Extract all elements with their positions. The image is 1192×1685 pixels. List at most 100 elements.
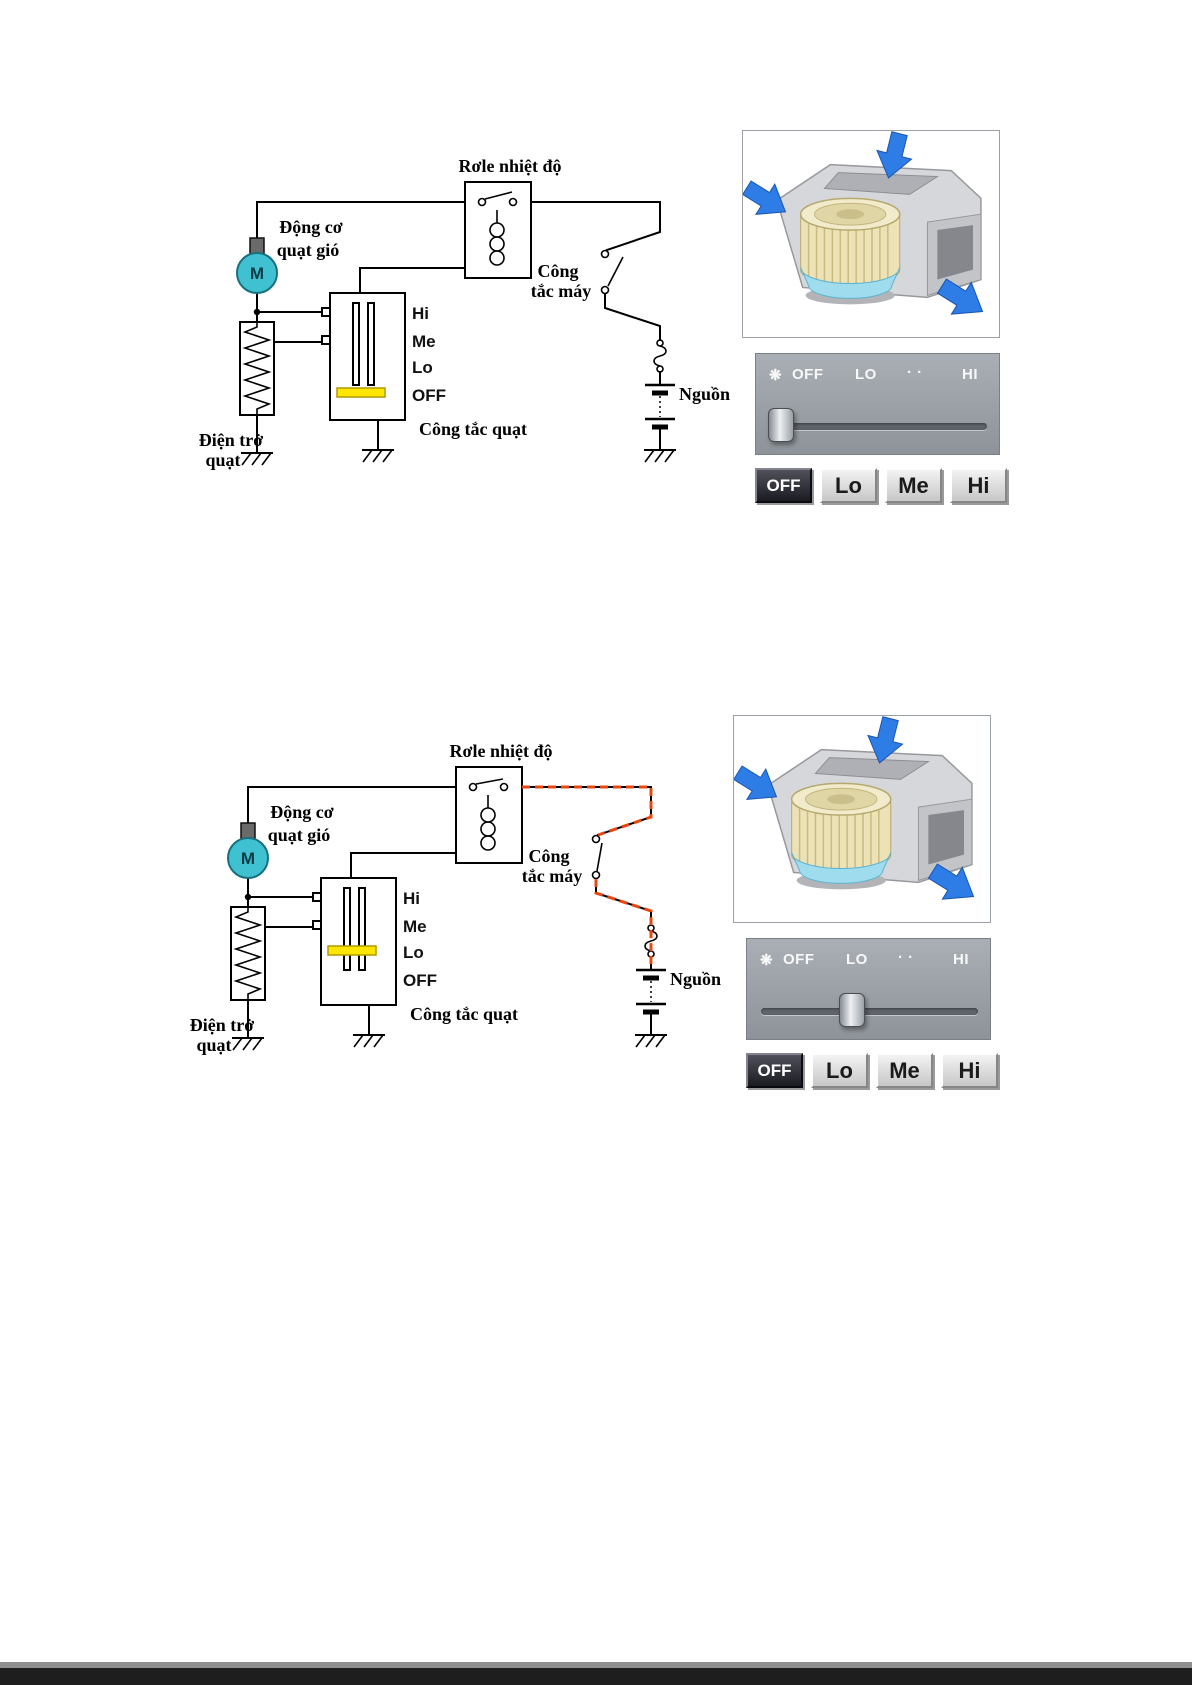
position-me: Me [403, 917, 427, 936]
position-me: Me [412, 332, 436, 351]
relay-coil [480, 795, 496, 851]
panel-label-lo: LO [846, 951, 868, 968]
ignition-label-line2: tắc máy [522, 866, 582, 886]
fan-control-panel: ❋ OFF LO · · HI [755, 353, 1000, 455]
panel-label-off: OFF [792, 366, 824, 383]
motor-label-line2: quạt gió [277, 240, 340, 260]
blower-unit-drawing [732, 716, 975, 900]
panel-label-lo: LO [855, 366, 877, 383]
ground-symbol-battery [644, 449, 676, 463]
blower-illustration [741, 130, 1000, 338]
fan-cage [799, 197, 901, 305]
button-lo[interactable]: Lo [820, 468, 877, 503]
temperature-relay [464, 181, 532, 279]
position-hi: Hi [403, 889, 420, 908]
ground-symbol-switch [362, 449, 394, 463]
selector-bar-off [336, 387, 386, 398]
ground-symbol-resistor [232, 1037, 264, 1051]
position-off: OFF [412, 386, 446, 405]
page-bottom-bar [0, 1668, 1192, 1685]
motor-letter: M [250, 264, 264, 283]
fan-speed-buttons: OFF Lo Me Hi [746, 1053, 998, 1088]
button-hi[interactable]: Hi [950, 468, 1007, 503]
panel-label-hi: HI [962, 366, 978, 383]
motor-label-line1: Động cơ [270, 802, 333, 822]
button-lo[interactable]: Lo [811, 1053, 868, 1088]
fan-slider-knob[interactable] [768, 408, 794, 442]
airflow-arrows [732, 716, 975, 900]
fan-slider-track[interactable] [770, 423, 987, 430]
ignition-label-line2: tắc máy [531, 281, 591, 301]
airflow-arrow-in-left [732, 765, 778, 800]
figure-blower-off: Rơle nhiệt độ M Động cơ quạt gió Điện tr… [0, 120, 1192, 680]
junction-dot [253, 308, 261, 316]
motor-label-line1: Động cơ [279, 217, 342, 237]
resistor-label-line1: Điện trở [199, 430, 263, 450]
motor-letter: M [241, 849, 255, 868]
resistor-label-line2: quạt [196, 1035, 231, 1055]
ground-symbol-resistor [241, 452, 273, 466]
relay-contact-blade [484, 191, 513, 200]
relay-label: Rơle nhiệt độ [450, 741, 553, 761]
panel-label-dots: · · [898, 949, 914, 966]
power-label: Nguồn [679, 384, 730, 404]
fan-icon: ❋ [760, 952, 774, 969]
airflow-arrow-out [936, 278, 984, 315]
button-hi[interactable]: Hi [941, 1053, 998, 1088]
ignition-label-line1: Công [537, 261, 578, 281]
airflow-arrow-in-top [876, 131, 913, 179]
selector-bar-lo [327, 945, 377, 956]
panel-label-dots: · · [907, 364, 923, 381]
fan-slider-track[interactable] [761, 1008, 978, 1015]
fan-resistor [239, 321, 275, 416]
button-off[interactable]: OFF [746, 1053, 803, 1088]
relay-contact-blade [475, 778, 504, 785]
position-lo: Lo [412, 358, 433, 377]
junction-dot [244, 893, 252, 901]
current-flow-path [522, 785, 653, 968]
ground-symbol-switch [353, 1034, 385, 1048]
fan-switch-box [321, 292, 406, 421]
motor-label-line2: quạt gió [268, 825, 331, 845]
wires [256, 201, 661, 454]
blower-motor: M [227, 822, 269, 879]
airflow-arrows [741, 131, 984, 315]
panel-label-hi: HI [953, 951, 969, 968]
circuit-diagram-lo: Rơle nhiệt độ M Động cơ quạt gió Điện tr… [190, 741, 721, 1055]
fan-switch-label: Công tắc quạt [419, 419, 527, 439]
circuit-diagram-off: Rơle nhiệt độ M Động cơ quạt gió Điện tr… [199, 156, 730, 470]
fuse [653, 339, 667, 373]
relay-label: Rơle nhiệt độ [459, 156, 562, 176]
power-label: Nguồn [670, 969, 721, 989]
page-bottom-band [0, 1662, 1192, 1668]
position-lo: Lo [403, 943, 424, 962]
blower-illustration [732, 715, 991, 923]
fan-switch-label: Công tắc quạt [410, 1004, 518, 1024]
panel-label-off: OFF [783, 951, 815, 968]
battery [645, 383, 675, 430]
button-me[interactable]: Me [885, 468, 942, 503]
position-hi: Hi [412, 304, 429, 323]
fan-slider-knob[interactable] [839, 993, 865, 1027]
figure-blower-lo: Rơle nhiệt độ M Động cơ quạt gió Điện tr… [0, 705, 1183, 1265]
ignition-switch [600, 249, 624, 295]
fan-switch-box [312, 877, 397, 1006]
temperature-relay [455, 766, 523, 864]
blower-motor: M [236, 237, 278, 294]
resistor-label-line1: Điện trở [190, 1015, 254, 1035]
ignition-label-line1: Công [528, 846, 569, 866]
airflow-arrow-in-left [741, 180, 787, 215]
button-me[interactable]: Me [876, 1053, 933, 1088]
fan-speed-buttons: OFF Lo Me Hi [755, 468, 1007, 503]
airflow-arrow-out [927, 863, 975, 900]
blower-unit-drawing [741, 131, 984, 315]
position-off: OFF [403, 971, 437, 990]
ignition-switch [591, 834, 603, 880]
fan-cage [790, 782, 892, 890]
ground-symbol-battery [635, 1034, 667, 1048]
button-off[interactable]: OFF [755, 468, 812, 503]
resistor-label-line2: quạt [205, 450, 240, 470]
fan-resistor [230, 906, 266, 1001]
battery [636, 968, 666, 1015]
fuse [644, 924, 658, 958]
